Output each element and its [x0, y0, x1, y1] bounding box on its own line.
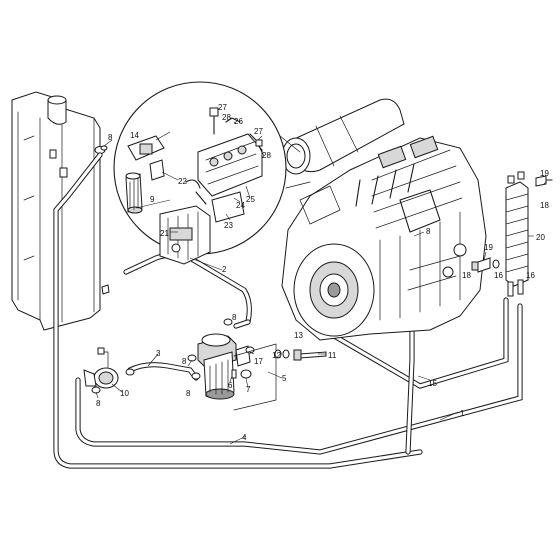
label-28-right: 28: [262, 151, 271, 160]
label-8-pump: 8: [96, 399, 101, 408]
label-23: 23: [224, 221, 233, 230]
label-14: 14: [130, 131, 139, 140]
label-4: 4: [242, 433, 247, 442]
label-21: 21: [160, 229, 169, 238]
hose-clamps-filter: [91, 318, 233, 394]
fuel-tank: [11, 91, 110, 331]
label-6: 6: [228, 381, 233, 390]
label-5: 5: [282, 374, 287, 383]
washers: [274, 349, 290, 359]
label-8-filter-bottom: 8: [186, 389, 191, 398]
bolt-11: [293, 349, 327, 361]
label-10: 10: [120, 389, 129, 398]
leader-lines: [95, 121, 547, 445]
electric-fuel-pump: [83, 347, 119, 389]
label-18-lower: 18: [462, 271, 471, 280]
label-25: 25: [246, 195, 255, 204]
label-8-filter-top: 8: [232, 313, 237, 322]
label-28-top: 28: [222, 113, 231, 122]
label-2: 2: [222, 265, 227, 274]
label-8-tank: 8: [108, 133, 113, 142]
label-19-lower: 19: [484, 243, 493, 252]
label-3: 3: [156, 349, 161, 358]
label-8-filter-left: 8: [182, 357, 187, 366]
engine-assembly: [281, 98, 487, 341]
label-27-right: 27: [254, 127, 263, 136]
detail-callout-circle: [113, 81, 311, 265]
label-7: 7: [246, 385, 251, 394]
label-24: 24: [236, 201, 245, 210]
label-19-top: 19: [540, 169, 549, 178]
fuel-cooler: [505, 171, 553, 297]
label-15: 15: [428, 379, 437, 388]
label-1: 1: [460, 409, 465, 418]
label-16-left: 16: [494, 271, 503, 280]
hose-clamp-top-tank: [94, 145, 108, 154]
label-9: 9: [150, 195, 155, 204]
label-13: 13: [294, 331, 303, 340]
water-separator-filter: [197, 333, 277, 411]
label-8-engine: 8: [426, 227, 431, 236]
label-11: 11: [328, 351, 337, 360]
label-20: 20: [536, 233, 545, 242]
label-12: 12: [272, 351, 281, 360]
label-27-top: 27: [218, 103, 227, 112]
label-16-right: 16: [526, 271, 535, 280]
label-17: 17: [254, 357, 263, 366]
banjo-fittings: [471, 257, 500, 273]
label-18-top: 18: [540, 201, 549, 210]
label-26: 26: [234, 117, 243, 126]
label-22: 22: [178, 177, 187, 186]
part-number-labels: 1 2 3 4 5 6 7 8 8 8 8 8 8 9 10 11 12 13 …: [96, 103, 549, 442]
